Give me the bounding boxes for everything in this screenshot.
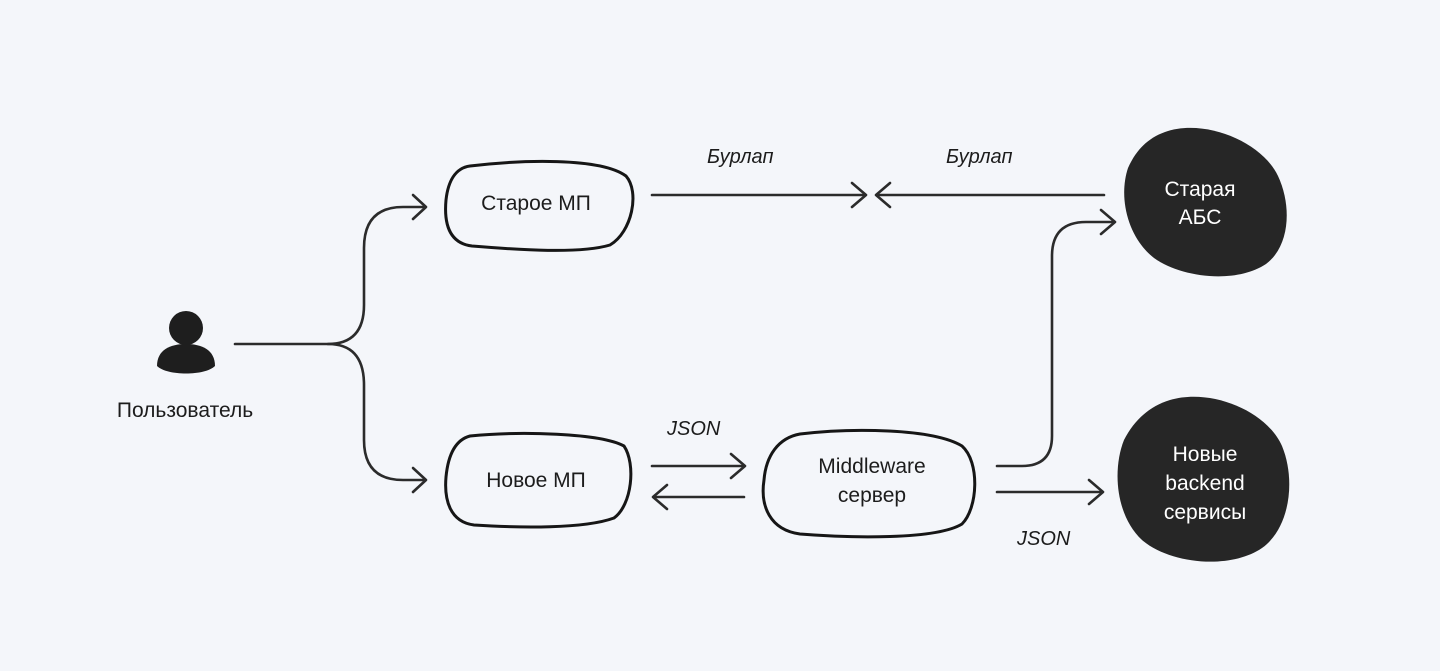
new-backend-label-line3: сервисы: [1163, 501, 1247, 524]
arrow-head-to-new-backend: [1087, 478, 1105, 506]
arrow-head-to-old-abs: [1099, 208, 1117, 236]
arrow-head-left-mid: [651, 483, 669, 511]
arrow-head-to-new-mp: [411, 466, 428, 494]
user-label: Пользователь: [116, 399, 254, 422]
old-abs-label-line1: Старая: [1164, 178, 1236, 201]
arrow-head-right-mid: [729, 452, 747, 480]
user-icon: [157, 311, 215, 374]
new-backend-protocol-label: JSON: [1017, 528, 1071, 550]
old-mp-label: Старое МП: [481, 192, 591, 215]
middleware-label-line2: сервер: [837, 484, 907, 507]
middleware-label-line1: Middleware: [818, 455, 926, 478]
new-backend-label-line1: Новые: [1172, 443, 1238, 466]
middleware-node-shape: [761, 428, 977, 539]
middleware-to-old-abs-arrow: [995, 220, 1116, 468]
new-mp-protocol-label: JSON: [667, 418, 721, 440]
old-abs-protocol-label: Бурлап: [946, 146, 1013, 168]
user-branch-line-lower: [326, 342, 427, 482]
new-mp-node-shape: [444, 431, 633, 529]
arrow-head-left-top: [874, 181, 892, 209]
new-backend-label-line2: backend: [1165, 472, 1245, 495]
user-branch-line: [233, 205, 427, 346]
old-mp-protocol-label: Бурлап: [707, 146, 774, 168]
old-mp-node-shape: [444, 159, 635, 252]
arrow-head-right-top: [850, 181, 868, 209]
arrow-head-to-old-mp: [411, 193, 428, 221]
old-abs-node-shape: [1124, 127, 1287, 277]
old-abs-label-line2: АБС: [1178, 206, 1222, 229]
new-mp-label: Новое МП: [486, 469, 586, 492]
new-backend-node-shape: [1117, 396, 1290, 562]
